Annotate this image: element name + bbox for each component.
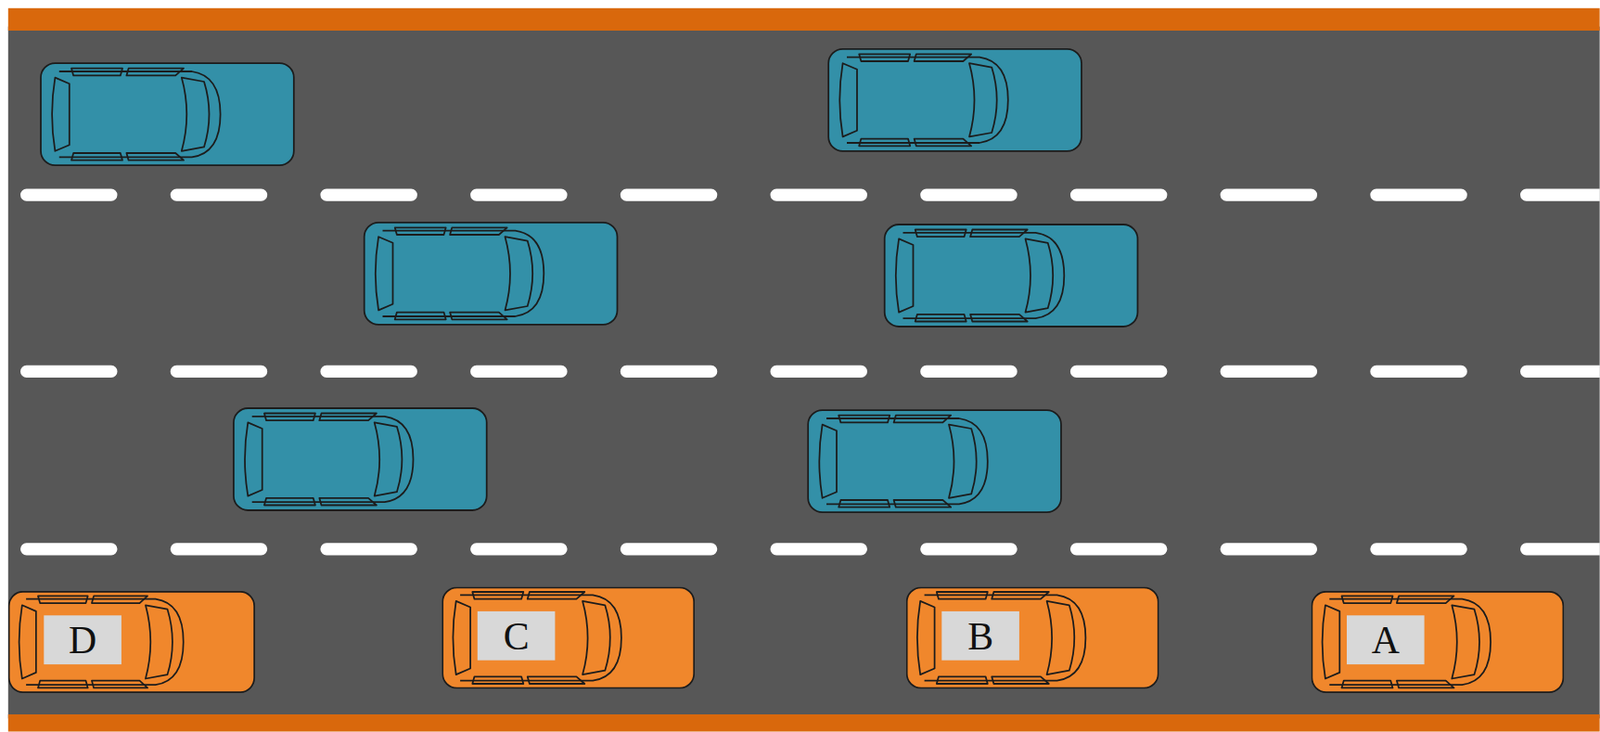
road-edge-top bbox=[8, 8, 1600, 31]
car-letter: B bbox=[967, 615, 994, 655]
blue-car bbox=[884, 224, 1139, 327]
car-letter: C bbox=[503, 615, 530, 655]
blue-car bbox=[828, 49, 1082, 152]
car-shell bbox=[9, 591, 255, 692]
lane-divider bbox=[26, 542, 1600, 555]
car-shell bbox=[1311, 591, 1563, 692]
orange-car: A bbox=[1311, 590, 1565, 693]
car-plate: C bbox=[477, 611, 556, 661]
blue-car bbox=[40, 63, 295, 166]
blue-car bbox=[807, 409, 1062, 512]
car-shell bbox=[907, 587, 1159, 688]
car-outline-detail bbox=[1322, 595, 1492, 688]
car-shell bbox=[442, 587, 694, 688]
car-plate: A bbox=[1346, 614, 1425, 665]
orange-car: C bbox=[441, 587, 695, 690]
lane-divider bbox=[26, 189, 1600, 202]
car-letter: A bbox=[1371, 620, 1400, 660]
road-surface bbox=[8, 26, 1600, 719]
blue-car bbox=[364, 222, 618, 325]
car-outline-detail bbox=[19, 595, 184, 688]
car-plate: D bbox=[43, 614, 122, 665]
car-outline-detail bbox=[452, 591, 622, 684]
car-plate: B bbox=[941, 611, 1020, 661]
orange-car: B bbox=[906, 587, 1160, 690]
car-letter: D bbox=[68, 620, 97, 660]
orange-car: D bbox=[8, 590, 256, 693]
road-edge-bottom bbox=[8, 714, 1600, 732]
blue-car bbox=[233, 408, 487, 511]
car-outline-detail bbox=[917, 591, 1087, 684]
lane-divider bbox=[26, 365, 1600, 378]
